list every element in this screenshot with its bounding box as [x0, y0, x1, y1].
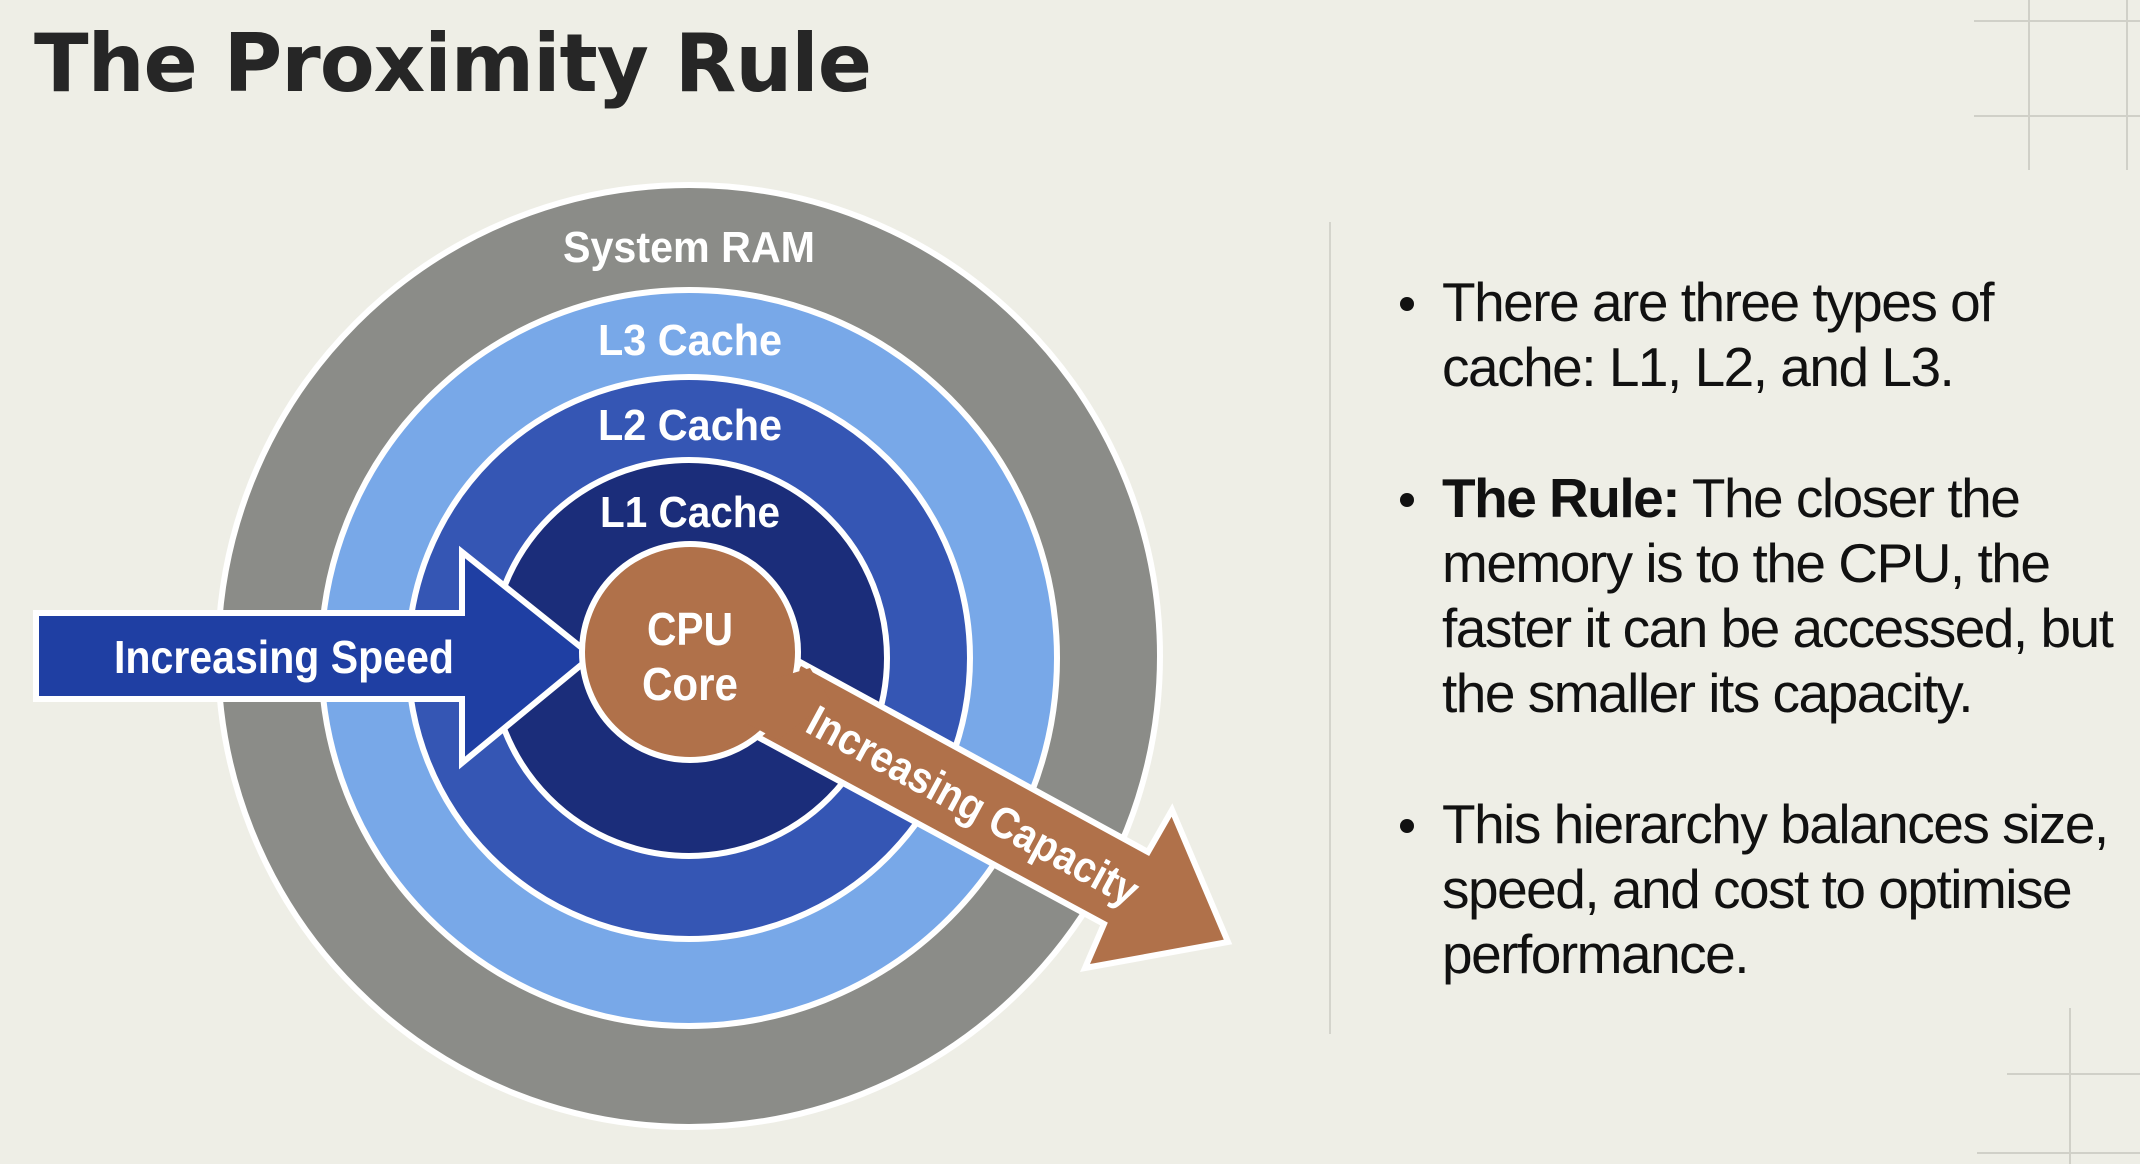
bullet-dot-icon: [1400, 493, 1414, 507]
decorative-grid-line: [1974, 115, 2140, 117]
cpu-core-label-line2: Core: [642, 658, 738, 710]
decorative-grid-line: [2007, 1073, 2140, 1075]
capacity-arrow-joint: [748, 668, 830, 740]
bullet-item: The Rule: The closer the memory is to th…: [1400, 466, 2120, 726]
ring-label-l1-cache: L1 Cache: [600, 488, 780, 537]
speed-arrow: [33, 545, 597, 770]
cpu-core: [579, 541, 801, 763]
decorative-grid-line: [1974, 20, 2140, 22]
decorative-grid-line: [1977, 1152, 2140, 1154]
ring-label-system-ram: System RAM: [563, 223, 815, 272]
decorative-grid-line: [2069, 1008, 2071, 1164]
ring-label-l2-cache: L2 Cache: [598, 401, 782, 450]
bullet-text: This hierarchy balances size, speed, and…: [1442, 793, 2109, 985]
cpu-core-label-line1: CPU: [647, 603, 733, 655]
decorative-grid-line: [2028, 0, 2030, 170]
vertical-divider: [1329, 222, 1331, 1034]
ring-label-l3-cache: L3 Cache: [598, 316, 782, 365]
bullet-dot-icon: [1400, 819, 1414, 833]
bullet-list: There are three types of cache: L1, L2, …: [1400, 270, 2120, 1053]
bullet-item: This hierarchy balances size, speed, and…: [1400, 792, 2120, 987]
bullet-bold-lead: The Rule:: [1442, 467, 1681, 529]
bullet-text: There are three types of cache: L1, L2, …: [1442, 271, 1994, 398]
slide-title: The Proximity Rule: [34, 17, 872, 110]
speed-arrow-label: Increasing Speed: [114, 631, 454, 683]
bullet-item: There are three types of cache: L1, L2, …: [1400, 270, 2120, 400]
decorative-grid-line: [2126, 0, 2128, 170]
capacity-arrow: [751, 657, 1233, 972]
bullet-dot-icon: [1400, 297, 1414, 311]
bullet-text: The closer the memory is to the CPU, the…: [1442, 467, 2114, 724]
